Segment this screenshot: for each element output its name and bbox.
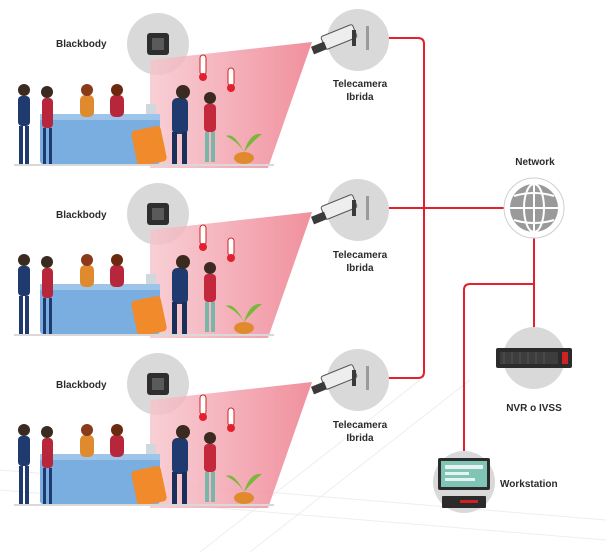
scene-row-1 [14,9,389,168]
blackbody-label-3: Blackbody [56,380,107,391]
camera-label-3-line2: Ibrida [346,433,374,444]
camera-circle [327,9,389,71]
detection-beam [150,42,312,168]
connection-lines [378,37,535,465]
camera-label-1: Telecamera Ibrida [322,78,398,104]
traveller-group [131,85,216,166]
blackbody-label-1: Blackbody [56,39,107,50]
camera-label-3-line1: Telecamera [332,420,388,431]
camera-label-1-line1: Telecamera [332,79,388,90]
workstation-label: Workstation [500,479,558,490]
reception-desk [40,104,160,164]
camera-label-1-line2: Ibrida [346,92,374,103]
camera-label-2-line1: Telecamera [332,250,388,261]
bullet-camera-icon [311,24,369,55]
link-network-workstation [463,283,534,465]
plant-icon [226,133,262,164]
nvr-recorder-icon [496,327,572,389]
people-queue [18,84,124,164]
floor-line [14,164,274,166]
link-camera-3 [378,208,425,379]
link-camera-1 [378,37,425,208]
camera-label-3: Telecamera Ibrida [322,419,398,445]
nvr-label: NVR o IVSS [506,403,562,414]
camera-label-2: Telecamera Ibrida [322,249,398,275]
blackbody-label-2: Blackbody [56,210,107,221]
globe-icon [503,177,565,239]
workstation-monitor-icon [433,451,495,513]
blackbody-icon [147,33,169,55]
camera-label-2-line2: Ibrida [346,263,374,274]
network-label: Network [515,157,555,168]
thermometer-icon [199,54,235,92]
